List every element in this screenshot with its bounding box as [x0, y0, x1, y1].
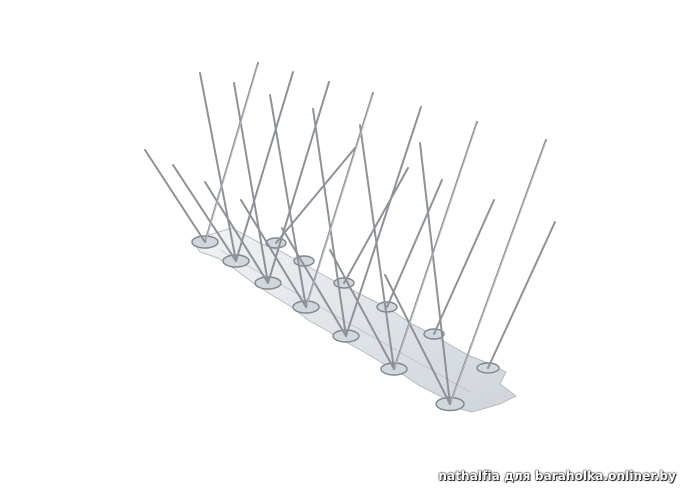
watermark-text: nathalfia для baraholka.onliner.by [438, 469, 676, 483]
steel-spikes [144, 62, 556, 405]
clip-feet [191, 235, 500, 412]
spike-highlights [205, 64, 547, 403]
